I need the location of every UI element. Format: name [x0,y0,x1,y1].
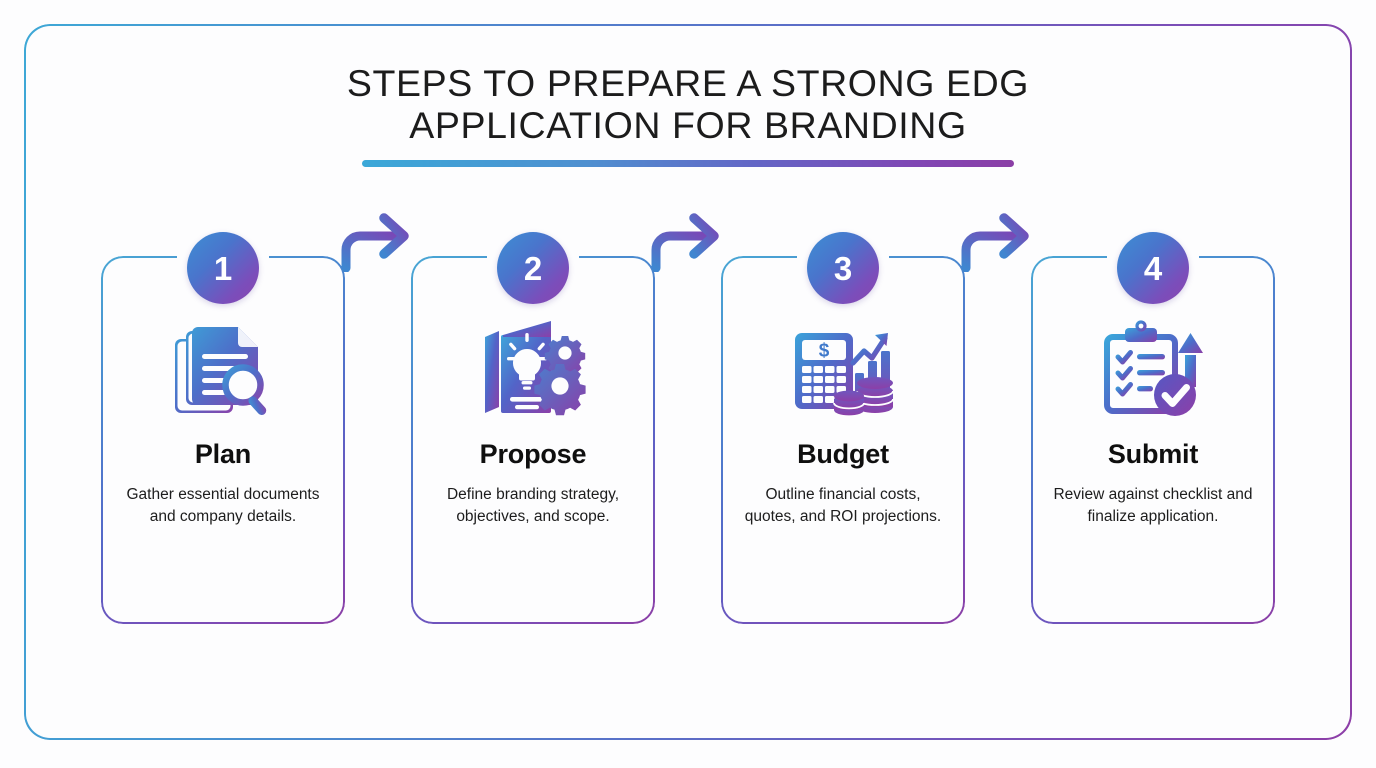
svg-text:$: $ [819,341,830,362]
step-card-frame-4: Submit Review against checklist and fina… [1031,252,1275,624]
step-card-budget[interactable]: $ [688,232,998,632]
brochure-lightbulb-gears-icon [474,308,592,426]
step-number-badge-4: 4 [1117,232,1189,304]
step-card-frame-2: Propose Define branding strategy, object… [411,252,655,624]
title-underline-accent [362,160,1014,167]
step-title-3: Budget [797,439,889,469]
step-description-2: Define branding strategy, objectives, an… [446,485,620,525]
step-number-badge-3: 3 [807,232,879,304]
step-number-1: 1 [213,249,233,287]
step-number-badge-2: 2 [497,232,569,304]
step-title-4: Submit [1107,439,1199,469]
step-description-4: Review against checklist and finalize ap… [1053,485,1253,525]
step-card-propose[interactable]: Propose Define branding strategy, object… [378,232,688,632]
step-card-frame-3: $ [721,252,965,624]
step-title-1: Plan [194,439,252,469]
title-line-2: APPLICATION FOR BRANDING [409,104,967,146]
step-number-2: 2 [523,249,543,287]
clipboard-checkmark-icon [1094,308,1212,426]
documents-search-icon [164,308,282,426]
steps-container: Plan Gather essential documents and comp… [0,232,1376,632]
step-description-3: Outline financial costs, quotes, and ROI… [744,485,942,525]
step-card-plan[interactable]: Plan Gather essential documents and comp… [68,232,378,632]
step-card-frame-1: Plan Gather essential documents and comp… [101,252,345,624]
title-line-1: STEPS TO PREPARE A STRONG EDG [346,62,1030,104]
step-title-2: Propose [479,439,587,469]
step-description-1: Gather essential documents and company d… [126,485,320,525]
calculator-coins-chart-icon: $ [784,308,902,426]
step-number-3: 3 [833,249,853,287]
step-card-submit[interactable]: Submit Review against checklist and fina… [998,232,1308,632]
step-number-4: 4 [1143,249,1163,287]
page-title: STEPS TO PREPARE A STRONG EDG APPLICATIO… [0,62,1376,167]
step-number-badge-1: 1 [187,232,259,304]
